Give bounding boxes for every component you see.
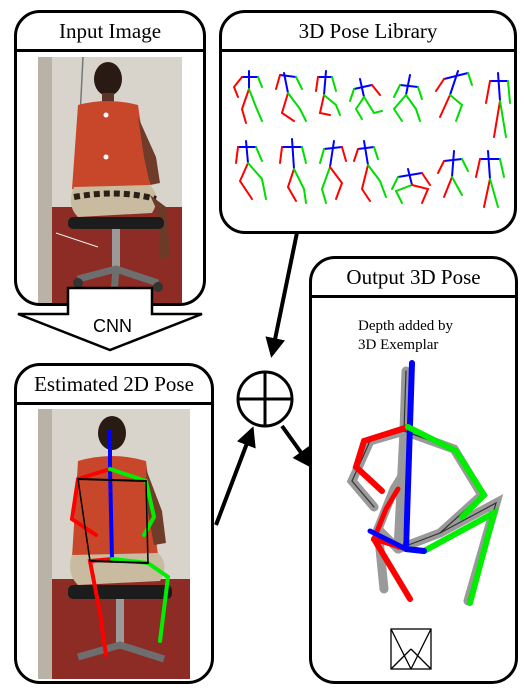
pose-library-skeletons [232, 70, 511, 208]
estimated-photo [38, 409, 190, 679]
output-3d-pose-title: Output 3D Pose [312, 259, 515, 298]
library-pose-12 [391, 168, 431, 204]
library-pose-11 [353, 140, 387, 202]
output-3d-pose-panel: Output 3D Pose Depth added by 3D Exempla… [309, 256, 518, 684]
input-image-title: Input Image [17, 13, 203, 52]
seated-person-with-2d-skeleton [38, 409, 190, 679]
input-photo [38, 57, 182, 303]
seated-person-photo [38, 57, 182, 303]
pose-library-title: 3D Pose Library [222, 13, 514, 52]
library-pose-7 [485, 72, 511, 138]
estimated-to-combine-arrow [214, 426, 256, 526]
depth-note-line2: 3D Exemplar [358, 337, 439, 353]
depth-note: Depth added by 3D Exemplar [358, 317, 453, 355]
pose-library-panel: 3D Pose Library [219, 10, 517, 234]
estimated-2d-pose-title: Estimated 2D Pose [17, 366, 211, 405]
library-pose-9 [279, 138, 307, 204]
library-pose-5 [392, 74, 423, 122]
output-3d-skeleton [346, 360, 504, 670]
block-arrow-down-icon [17, 286, 203, 352]
library-pose-3 [315, 70, 341, 116]
library-pose-4 [349, 78, 383, 120]
estimated-2d-pose-panel: Estimated 2D Pose [14, 363, 214, 684]
camera-frustum-icon [390, 628, 432, 670]
combine-to-output-arrow [280, 424, 313, 469]
circled-plus-icon [236, 370, 294, 428]
output-skeleton [352, 360, 499, 606]
cnn-label: CNN [93, 316, 132, 336]
library-pose-1 [232, 70, 263, 124]
library-pose-8 [235, 140, 267, 200]
library-pose-14 [475, 150, 505, 208]
depth-note-line1: Depth added by [358, 318, 453, 334]
library-to-combine-arrow [265, 217, 302, 358]
input-image-panel: Input Image [14, 10, 206, 306]
library-pose-13 [437, 150, 469, 198]
library-pose-6 [435, 70, 473, 122]
library-pose-2 [275, 72, 307, 122]
library-pose-10 [319, 140, 347, 204]
